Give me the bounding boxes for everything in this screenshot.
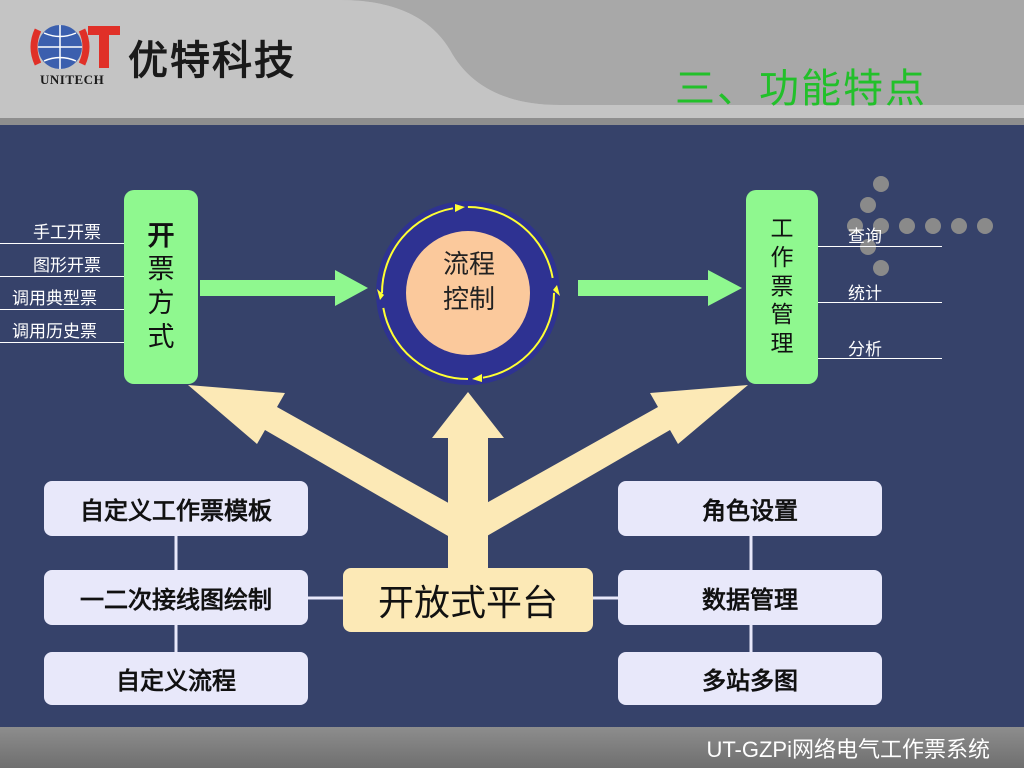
ticket-method-box[interactable]: 开 票 方 式 [124, 190, 198, 384]
arrow-up [432, 392, 504, 570]
arrow-to-management [578, 270, 742, 306]
divider [0, 243, 124, 244]
pill-wiring-diagram[interactable]: 一二次接线图绘制 [44, 570, 308, 625]
ticket-management-box[interactable]: 工 作 票 管 理 [746, 190, 818, 384]
arrow-upleft [188, 385, 470, 540]
arrow-upright [465, 385, 748, 540]
divider [0, 276, 124, 277]
pill-multi-station[interactable]: 多站多图 [618, 652, 882, 705]
ticket-management-char: 工 [770, 216, 794, 243]
arrow-to-process [200, 270, 368, 306]
ticket-management-char: 作 [770, 244, 794, 271]
footer: UT-GZPi网络电气工作票系统 [0, 727, 1024, 768]
label-graphic-ticket: 图形开票 [33, 256, 101, 276]
label-statistics: 统计 [848, 284, 882, 304]
divider [818, 302, 942, 303]
platform-arrows [188, 385, 748, 570]
ticket-method-char: 方 [147, 288, 175, 319]
label-analysis: 分析 [848, 340, 882, 360]
ticket-management-char: 票 [770, 273, 794, 300]
process-control-line: 流程 [442, 250, 495, 280]
divider [818, 246, 942, 247]
label-query: 查询 [848, 227, 882, 247]
brand-name: 优特科技 [128, 37, 296, 84]
ticket-method-char: 开 [147, 220, 175, 252]
logo-icon [30, 25, 120, 69]
process-control-line: 控制 [442, 285, 495, 316]
pill-custom-process[interactable]: 自定义流程 [44, 652, 308, 705]
process-control-label: 流程 控制 [405, 248, 533, 318]
page-title: 三、功能特点 [675, 66, 927, 112]
header-background [0, 0, 1024, 125]
pill-role-settings[interactable]: 角色设置 [618, 481, 882, 536]
decorative-dots [847, 176, 993, 276]
divider [0, 342, 124, 343]
pill-data-management[interactable]: 数据管理 [618, 570, 882, 625]
ticket-method-char: 式 [147, 321, 175, 353]
process-circle [376, 201, 560, 385]
open-platform-box[interactable]: 开放式平台 [343, 568, 593, 632]
divider [0, 309, 124, 310]
divider [818, 358, 942, 359]
ticket-management-char: 理 [770, 331, 794, 358]
ticket-management-char: 管 [770, 302, 794, 329]
ticket-method-char: 票 [147, 254, 175, 286]
label-manual-ticket: 手工开票 [33, 223, 101, 243]
brand-english: UNITECH [40, 72, 105, 87]
footer-system-name: UT-GZPi网络电气工作票系统 [706, 737, 990, 762]
pill-custom-template[interactable]: 自定义工作票模板 [44, 481, 308, 536]
label-typical-ticket: 调用典型票 [12, 289, 97, 309]
green-arrows [200, 270, 742, 306]
header: 优特科技 UNITECH 三、功能特点 [0, 0, 1024, 125]
label-history-ticket: 调用历史票 [12, 322, 97, 342]
